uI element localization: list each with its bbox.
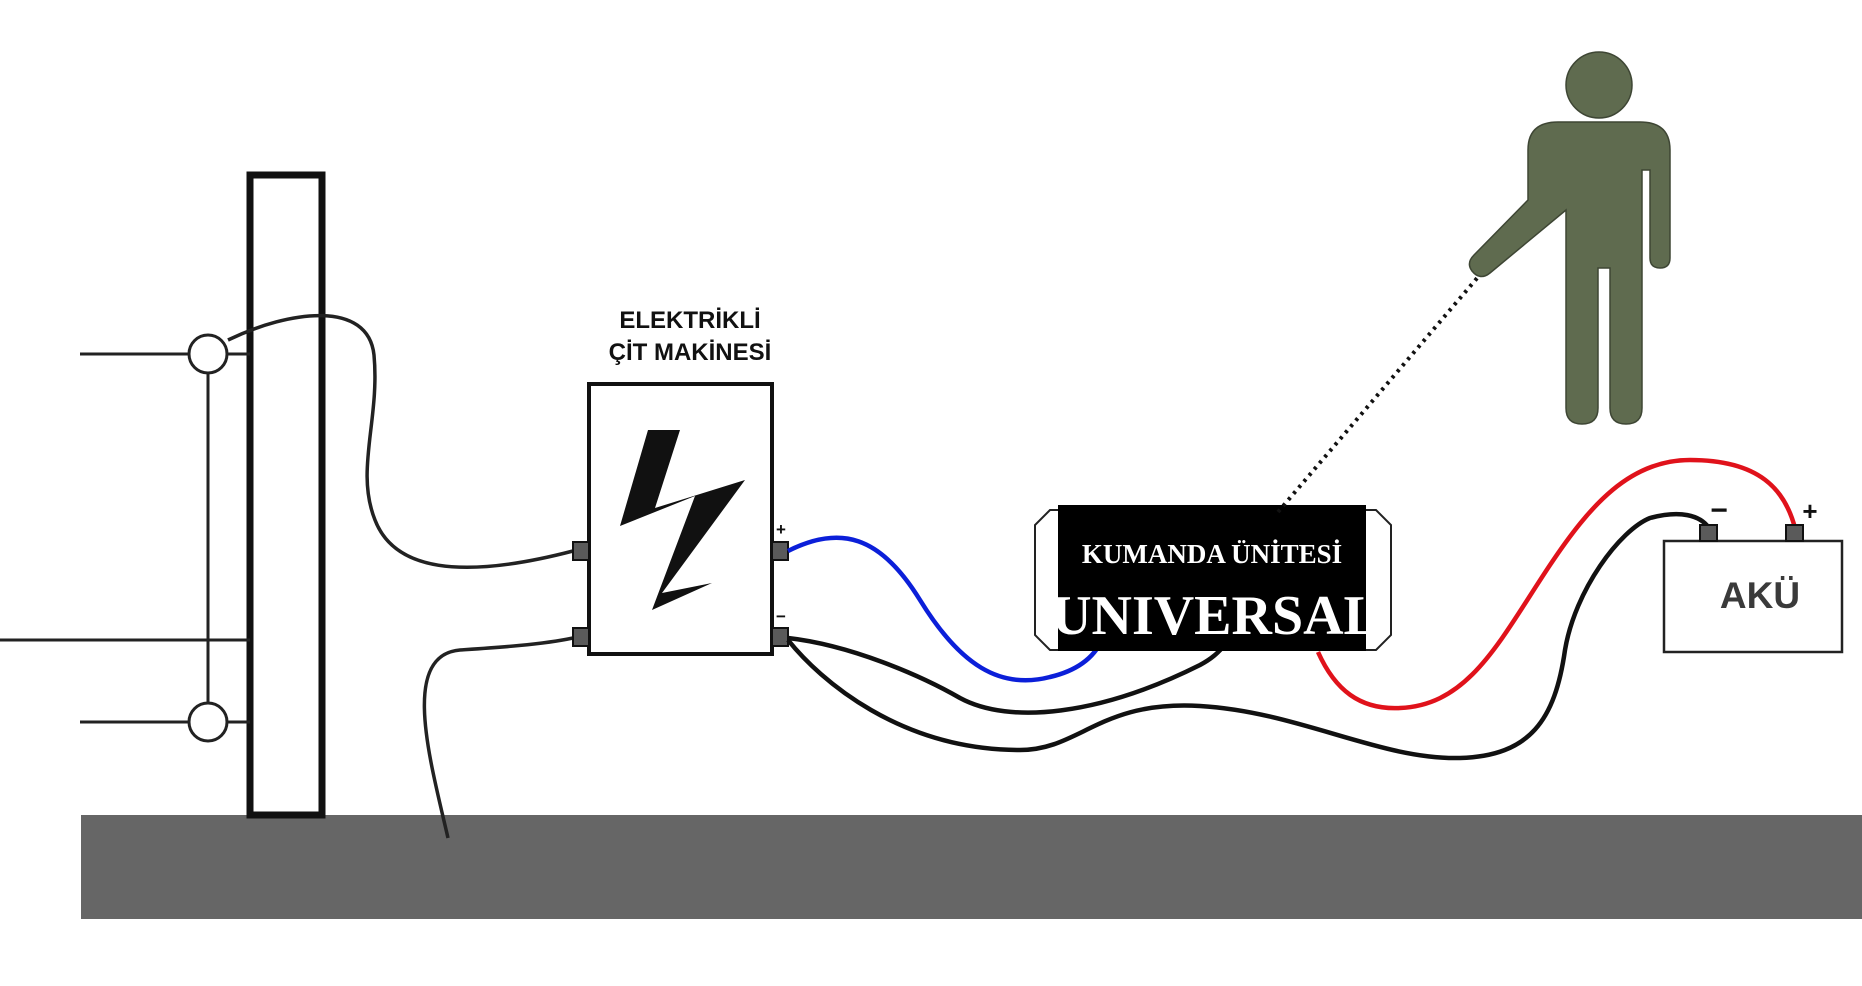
control-unit-label-brand: UNIVERSAL bbox=[1051, 585, 1381, 647]
energizer-label-line1: ELEKTRİKLİ bbox=[619, 307, 760, 334]
control-unit-label-top: KUMANDA ÜNİTESİ bbox=[1082, 539, 1342, 569]
battery-minus-sign: − bbox=[1710, 494, 1728, 527]
fence-insulators bbox=[187, 333, 229, 743]
insulator-bottom bbox=[187, 701, 229, 743]
person-icon bbox=[1468, 51, 1671, 425]
energizer-terminal-left-top bbox=[572, 541, 590, 561]
energizer-plus-sign: + bbox=[776, 520, 786, 539]
fence-output-wire bbox=[227, 313, 574, 570]
energizer-terminal-plus bbox=[771, 541, 789, 561]
blue-wire bbox=[786, 535, 1105, 683]
black-wire-battery bbox=[786, 511, 1711, 761]
control-unit: KUMANDA ÜNİTESİ UNIVERSAL bbox=[1034, 505, 1392, 651]
energizer-label-line2: ÇİT MAKİNESİ bbox=[609, 339, 772, 366]
battery-body bbox=[1662, 539, 1844, 654]
earth-wire bbox=[422, 636, 574, 839]
fence-post bbox=[246, 171, 326, 819]
black-wire-control bbox=[787, 635, 1227, 715]
lightning-bolt-icon bbox=[620, 430, 745, 610]
battery-plus-sign: + bbox=[1802, 496, 1817, 526]
control-unit-body bbox=[1058, 505, 1366, 651]
fence-wires bbox=[0, 352, 250, 724]
battery-label: AKÜ bbox=[1720, 575, 1800, 616]
ground bbox=[81, 815, 1862, 919]
energizer-box bbox=[587, 382, 774, 656]
remote-signal-line bbox=[1276, 268, 1486, 514]
energizer-minus-sign: − bbox=[776, 607, 786, 626]
energizer-terminal-minus bbox=[771, 627, 789, 647]
energizer-terminal-left-bottom bbox=[572, 627, 590, 647]
red-wire bbox=[1315, 457, 1798, 711]
insulator-top bbox=[187, 333, 229, 375]
battery: − + AKÜ bbox=[1662, 494, 1844, 654]
fence-energizer: ELEKTRİKLİ ÇİT MAKİNESİ + − bbox=[572, 307, 789, 656]
battery-terminal-plus bbox=[1785, 524, 1804, 542]
battery-terminal-minus bbox=[1699, 524, 1718, 542]
